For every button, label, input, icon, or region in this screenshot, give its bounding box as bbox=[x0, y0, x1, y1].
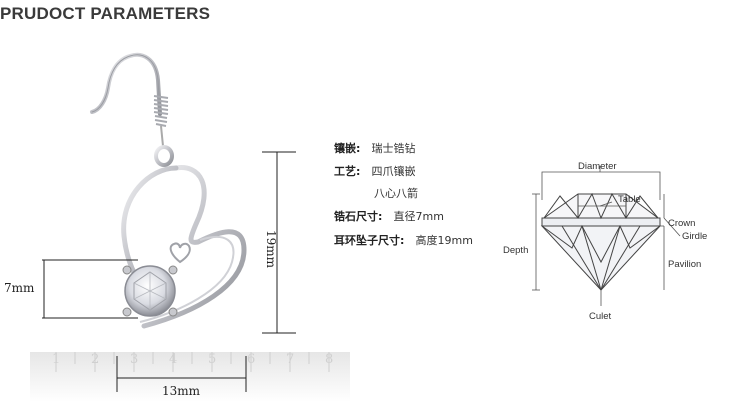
ruler-number: 5 bbox=[208, 352, 217, 367]
ruler-number: 2 bbox=[91, 352, 100, 367]
ruler bbox=[30, 352, 350, 402]
spec-value: 直径7mm bbox=[393, 210, 444, 223]
ruler-ticks bbox=[55, 352, 330, 372]
ruler-number: 3 bbox=[130, 352, 139, 367]
ruler-number: 7 bbox=[286, 352, 295, 367]
coil bbox=[153, 95, 169, 127]
table-label: Table bbox=[618, 194, 641, 205]
diamond-diagram bbox=[540, 192, 662, 291]
height-dimension bbox=[262, 151, 296, 334]
culet-label: Culet bbox=[589, 311, 612, 322]
spec-label: 镶嵌: bbox=[334, 142, 361, 155]
spec-row: 工艺: 四爪镶嵌 bbox=[334, 160, 416, 179]
spec-label: 工艺: bbox=[334, 165, 361, 178]
spec-label: 锆石尺寸: bbox=[334, 210, 383, 223]
pavilion-label: Pavilion bbox=[668, 259, 702, 270]
girdle-label: Girdle bbox=[682, 231, 708, 242]
spec-row: 镶嵌: 瑞士锆钻 bbox=[334, 137, 416, 156]
page-title: PRUDOCT PARAMETERS bbox=[0, 4, 211, 23]
diagram-guides bbox=[532, 166, 681, 306]
ruler-number: 4 bbox=[169, 352, 178, 367]
spec-value: 四爪镶嵌 bbox=[371, 165, 416, 178]
spec-value: 八心八箭 bbox=[374, 187, 418, 200]
ruler-number: 8 bbox=[325, 352, 334, 367]
spec-value: 瑞士锆钻 bbox=[371, 142, 416, 155]
ruler-number: 6 bbox=[247, 352, 256, 367]
stone-dimension bbox=[42, 259, 138, 319]
gemstone bbox=[122, 265, 178, 317]
spec-row: 锆石尺寸: 直径7mm bbox=[334, 205, 444, 224]
spec-label: 耳环坠子尺寸: bbox=[334, 234, 405, 247]
spec-row: 耳环坠子尺寸: 高度19mm bbox=[334, 229, 473, 248]
crown-label: Crown bbox=[668, 218, 696, 229]
width-dimension bbox=[116, 356, 247, 392]
height-label: 19mm bbox=[264, 230, 278, 269]
width-label: 13mm bbox=[162, 384, 201, 398]
spec-row: 八心八箭 bbox=[374, 182, 418, 201]
spec-value: 高度19mm bbox=[415, 234, 473, 247]
depth-label: Depth bbox=[503, 245, 529, 256]
ruler-number: 1 bbox=[52, 352, 61, 367]
jump-ring bbox=[154, 145, 174, 167]
ear-hook bbox=[90, 52, 162, 116]
diameter-label: Diameter bbox=[578, 161, 617, 172]
stone-label: 7mm bbox=[4, 281, 35, 295]
small-heart bbox=[169, 242, 191, 264]
